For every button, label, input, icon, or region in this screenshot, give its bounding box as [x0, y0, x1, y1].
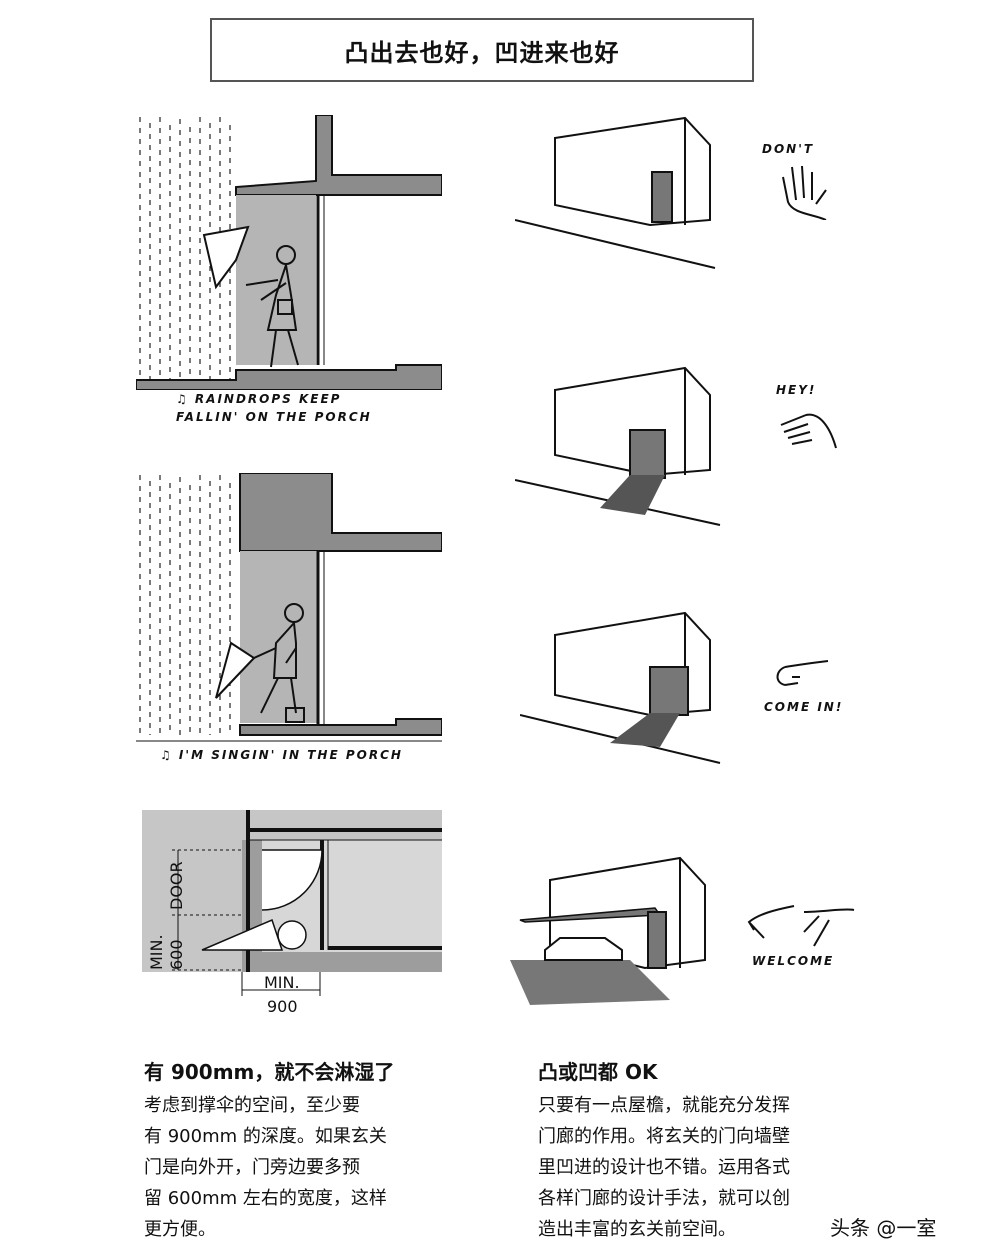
label-min-600-line1: MIN. — [147, 934, 166, 970]
ground-slab — [136, 364, 442, 390]
text-line: 门廊的作用。将玄关的门向墙壁 — [538, 1126, 790, 1147]
gesture-label-come-in: COME IN! — [764, 700, 844, 714]
hands-welcome-icon — [747, 905, 855, 947]
porch-section-sketch-singing — [136, 473, 442, 743]
label-min-600-line2: 600 — [167, 939, 186, 970]
gesture-label-hey: HEY! — [776, 383, 817, 397]
porch-section-sketch-rain — [136, 115, 442, 390]
text-line: 门是向外开，门旁边要多预 — [144, 1157, 360, 1178]
person-plan — [277, 920, 307, 950]
text-line: 考虑到撑伞的空间，至少要 — [144, 1095, 360, 1116]
porch-shadow — [240, 551, 318, 723]
text-line: 留 600mm 左右的宽度，这样 — [144, 1188, 387, 1209]
hand-stop-icon — [782, 165, 827, 220]
hand-wave-icon — [780, 413, 837, 449]
caption-singing: ♫ I'M SINGIN' IN THE PORCH — [160, 748, 403, 762]
box-sketch-projecting-canopy — [515, 366, 721, 526]
text-line: 造出丰富的玄关前空间。 — [538, 1219, 736, 1240]
rain-pattern — [139, 117, 231, 380]
porch-plan-dimension-drawing: DOOR MIN. 600 MIN. 900 — [142, 810, 442, 1016]
label-door: DOOR — [167, 861, 186, 910]
gesture-label-dont: DON'T — [762, 142, 815, 156]
left-section-paragraph: 考虑到撑伞的空间，至少要 有 900mm 的深度。如果玄关 门是向外开，门旁边要… — [144, 1090, 434, 1245]
box-sketch-recessed-door — [520, 611, 721, 764]
text-line: 有 900mm 的深度。如果玄关 — [144, 1126, 387, 1147]
page-title: 凸出去也好，凹进来也好 — [210, 18, 754, 82]
label-min-900-top: MIN. — [264, 973, 300, 992]
text-line: 只要有一点屋檐，就能充分发挥 — [538, 1095, 790, 1116]
gesture-label-welcome: WELCOME — [752, 954, 835, 968]
woman-figure — [245, 245, 299, 368]
text-line: 更方便。 — [144, 1219, 216, 1240]
left-section-heading: 有 900mm，就不会淋湿了 — [144, 1060, 395, 1084]
text-line: 里凹进的设计也不错。运用各式 — [538, 1157, 790, 1178]
roof-slab — [235, 115, 442, 196]
watermark: 头条 @一室 — [830, 1216, 937, 1240]
blown-umbrella — [202, 225, 250, 290]
ground-slab — [239, 718, 442, 736]
right-section-heading: 凸或凹都 OK — [538, 1060, 658, 1084]
label-min-900-bottom: 900 — [267, 997, 298, 1016]
door-swing-arc — [261, 849, 323, 911]
right-section-paragraph: 只要有一点屋檐，就能充分发挥 门廊的作用。将玄关的门向墙壁 里凹进的设计也不错。… — [538, 1090, 858, 1245]
box-sketch-flush-door — [515, 116, 716, 269]
man-figure — [215, 603, 305, 723]
hand-beckon-icon — [776, 660, 829, 686]
box-sketch-carport-canopy — [510, 856, 706, 1005]
text-line: 各样门廊的设计手法，就可以创 — [538, 1188, 790, 1209]
caption-raindrops: ♫ RAINDROPS KEEP FALLIN' ON THE PORCH — [176, 392, 372, 424]
umbrella-plan — [201, 918, 284, 951]
